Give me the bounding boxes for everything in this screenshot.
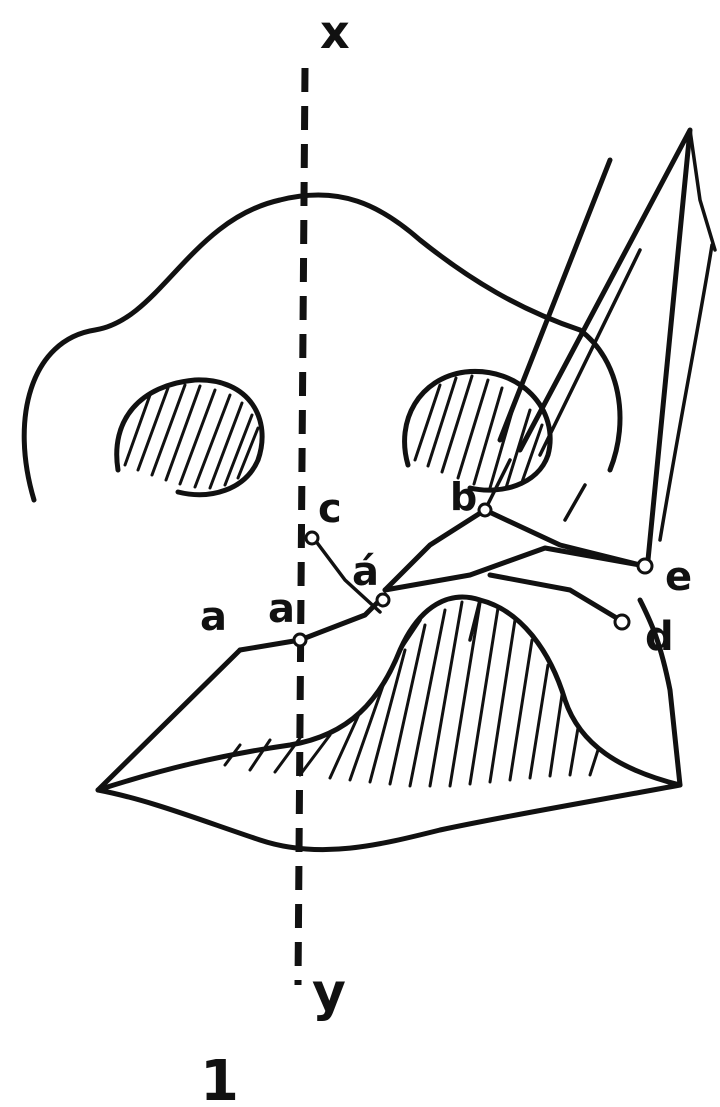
base-inner-top <box>98 597 680 790</box>
figure-number: 1 <box>200 1049 239 1107</box>
brace-b-to-a-prime <box>385 510 485 590</box>
point-a <box>294 634 306 646</box>
point-b <box>479 504 491 516</box>
left-arm <box>240 595 385 650</box>
axis-label-x: x <box>320 5 350 59</box>
wedge-right-edge <box>660 245 712 540</box>
wedge-inner <box>540 130 715 455</box>
axis-label-y: y <box>312 963 346 1023</box>
point-label-a: a <box>268 586 295 632</box>
point-a-prime <box>377 594 389 606</box>
left-crescent-outline <box>117 380 262 495</box>
left-crescent-hatching <box>125 385 258 488</box>
point-label-d: d <box>645 614 674 660</box>
point-label-a-prime: á <box>352 549 379 595</box>
brace-upper <box>485 510 640 565</box>
right-crescent-hatching <box>415 376 542 488</box>
point-label-e: e <box>665 554 692 600</box>
point-label-b: b <box>450 475 477 519</box>
base-outer <box>98 600 680 850</box>
point-e <box>638 559 652 573</box>
point-d <box>615 615 629 629</box>
point-label-c: c <box>318 486 342 532</box>
point-label-a-left: a <box>200 594 227 640</box>
point-c <box>306 532 318 544</box>
